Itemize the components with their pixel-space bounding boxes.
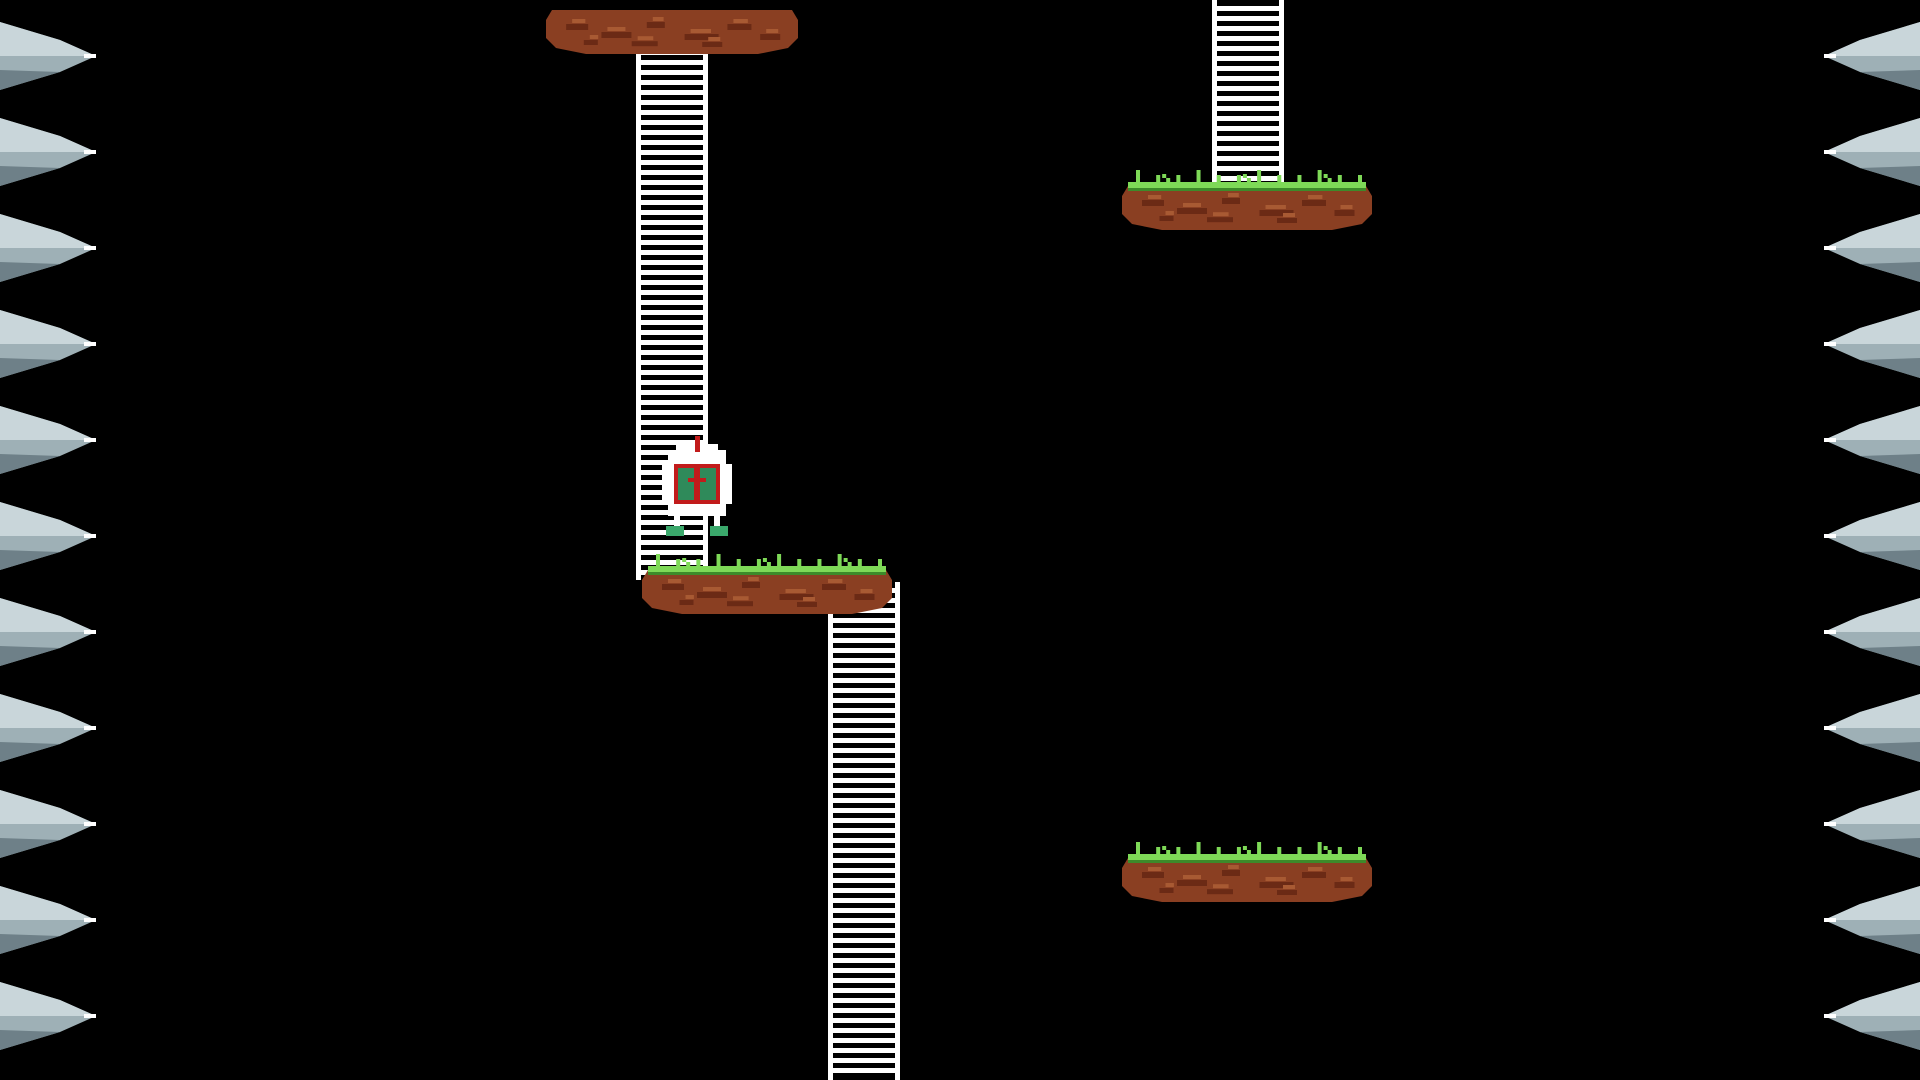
spike-right-icon: [1824, 694, 1920, 762]
spike-right-icon: [1824, 22, 1920, 90]
spike-left-icon: [0, 886, 96, 954]
spike-right-icon: [1824, 790, 1920, 858]
spike-left-icon: [0, 214, 96, 282]
spike-left-icon: [0, 406, 96, 474]
spike-right-icon: [1824, 982, 1920, 1050]
spike-left-icon: [0, 118, 96, 186]
spike-right-icon: [1824, 406, 1920, 474]
spike-left-icon: [0, 310, 96, 378]
spike-left-icon: [0, 790, 96, 858]
spike-right-icon: [1824, 502, 1920, 570]
spike-left-icon: [0, 694, 96, 762]
spike-left-icon: [0, 982, 96, 1050]
spike-left-icon: [0, 502, 96, 570]
grass-platform-icon[interactable]: [642, 554, 892, 614]
ladder-icon[interactable]: [1212, 0, 1284, 186]
grass-platform-icon[interactable]: [1122, 842, 1372, 902]
spike-left-icon: [0, 22, 96, 90]
grass-platform-icon[interactable]: [546, 10, 798, 54]
spike-right-icon: [1824, 214, 1920, 282]
spike-right-icon: [1824, 598, 1920, 666]
spike-right-icon: [1824, 310, 1920, 378]
spike-right-icon: [1824, 118, 1920, 186]
ladder-icon[interactable]: [828, 582, 900, 1080]
spike-right-icon: [1824, 886, 1920, 954]
beetle-character-icon[interactable]: [662, 436, 732, 536]
spike-left-icon: [0, 598, 96, 666]
grass-platform-icon[interactable]: [1122, 170, 1372, 230]
